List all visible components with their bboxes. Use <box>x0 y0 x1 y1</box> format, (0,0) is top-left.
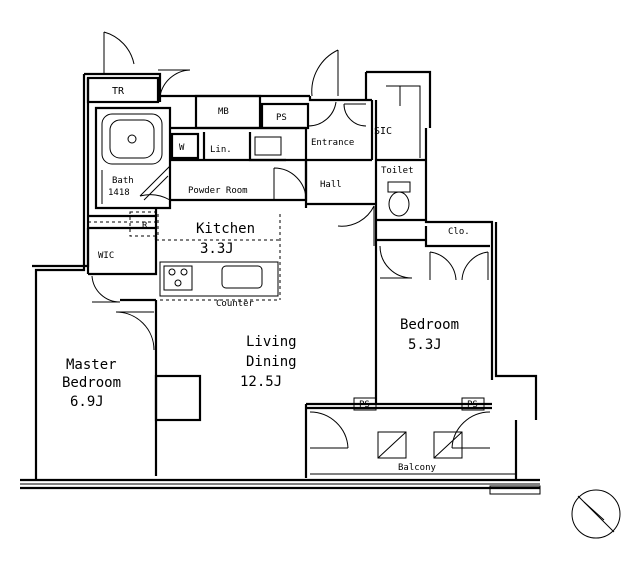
label-master-size: 6.9J <box>70 394 104 410</box>
label-clo: Clo. <box>448 227 470 237</box>
label-toilet: Toilet <box>381 166 414 176</box>
label-bath: Bath <box>112 176 134 186</box>
bath-fixtures <box>101 113 169 204</box>
interior-walls <box>86 76 518 480</box>
label-kitchen-size: 3.3J <box>200 241 234 257</box>
label-counter: Counter <box>216 299 255 309</box>
label-living-size: 12.5J <box>240 374 282 390</box>
label-r: R <box>142 221 148 231</box>
label-w: W <box>179 143 185 153</box>
label-tr: TR <box>112 86 125 97</box>
north-arrow-icon <box>571 489 621 539</box>
label-wic: WIC <box>98 251 114 261</box>
label-entrance: Entrance <box>311 138 354 148</box>
doors <box>91 31 491 459</box>
label-bedroom-size: 5.3J <box>408 337 442 353</box>
label-bath-size: 1418 <box>108 188 130 198</box>
label-bedroom: Bedroom <box>400 317 459 333</box>
label-kitchen: Kitchen <box>196 221 255 237</box>
label-living: Living <box>246 334 297 350</box>
label-master-bedroom: Bedroom <box>62 375 121 391</box>
label-master: Master <box>66 357 117 373</box>
label-ps-top: PS <box>276 113 287 123</box>
label-mb: MB <box>218 107 229 117</box>
label-hall: Hall <box>320 180 342 190</box>
label-balcony: Balcony <box>398 463 437 473</box>
label-lin: Lin. <box>210 145 232 155</box>
label-powder-room: Powder Room <box>188 186 248 196</box>
label-ps-left: PS <box>359 400 370 410</box>
kitchen-counter <box>129 211 281 301</box>
outer-walls <box>20 70 541 495</box>
label-ps-right: PS <box>467 400 478 410</box>
label-dining: Dining <box>246 354 297 370</box>
label-sic: SIC <box>374 126 392 137</box>
toilet-fixture <box>387 181 411 217</box>
